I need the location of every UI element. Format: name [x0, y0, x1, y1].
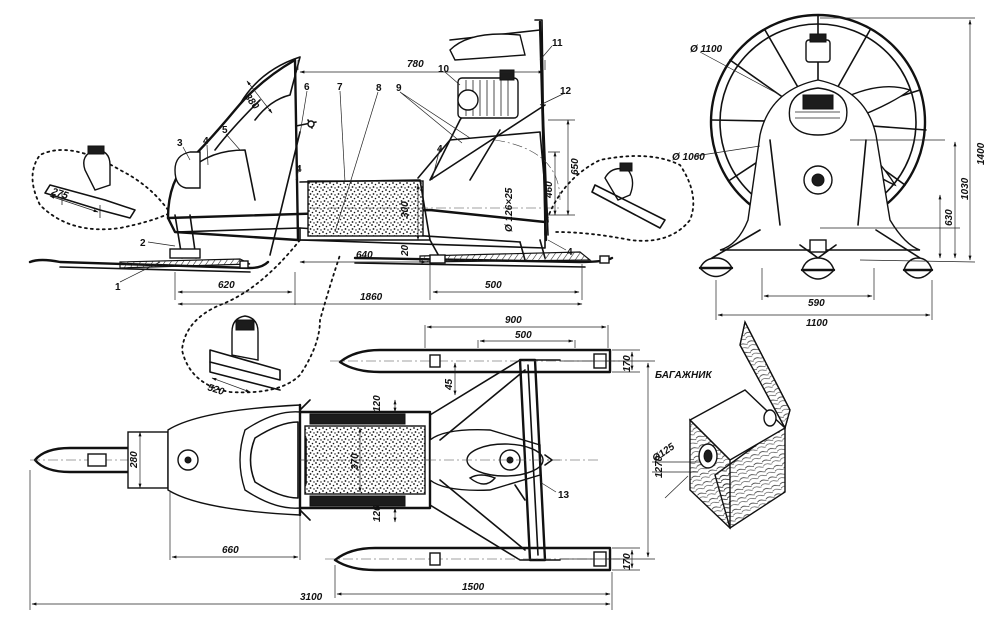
trunk-box [652, 319, 791, 530]
part-label-4-b: 4 [296, 164, 302, 175]
front-view [694, 13, 976, 320]
part-label-9: 9 [396, 83, 402, 94]
rear-ski [353, 256, 614, 264]
part-label-5: 5 [222, 125, 228, 136]
part-label-7: 7 [337, 82, 343, 93]
dim-275: 275 [49, 186, 70, 202]
dim-590: 590 [808, 298, 825, 309]
dim-620: 620 [218, 280, 235, 291]
part-label-4-d: 4 [567, 247, 573, 258]
dim-pipe: Ø 126×25 [504, 187, 515, 232]
part-label-10: 10 [438, 64, 450, 75]
side-view [28, 19, 614, 306]
part-label-8: 8 [376, 83, 382, 94]
dim-1860: 1860 [360, 292, 383, 303]
ski-front-center [800, 239, 836, 280]
part-label-12: 12 [560, 86, 572, 97]
hull-front [719, 79, 921, 251]
dim-d1060: Ø 1060 [672, 152, 705, 163]
dim-900: 900 [505, 315, 522, 326]
dim-640: 640 [356, 250, 373, 261]
part-label-2: 2 [140, 238, 146, 249]
detail-clamp-520 [181, 239, 341, 394]
part-label-4-c: 4 [437, 144, 443, 155]
dim-660: 660 [222, 545, 239, 556]
dim-460: 460 [544, 181, 555, 199]
dim-780: 780 [407, 59, 424, 70]
chassis-beam [166, 208, 547, 224]
dim-630: 630 [944, 209, 955, 226]
dim-20: 20 [400, 244, 411, 257]
dim-370: 370 [350, 453, 361, 470]
trunk-title: БАГАЖНИК [655, 370, 712, 381]
dim-1500: 1500 [462, 582, 485, 593]
dim-d1100: Ø 1100 [690, 44, 722, 55]
dim-120-a: 120 [372, 395, 383, 412]
top-view [29, 325, 655, 610]
ski-front-left [698, 257, 734, 278]
dim-500-side: 500 [485, 280, 502, 291]
steering-column [269, 131, 301, 256]
part-label-1: 1 [115, 282, 121, 293]
part-label-11: 11 [552, 38, 563, 49]
dim-170-b: 170 [622, 553, 633, 570]
dim-3100: 3100 [300, 592, 323, 603]
dim-1100: 1100 [806, 318, 828, 329]
dim-650: 650 [570, 158, 581, 175]
dim-280: 280 [129, 451, 140, 469]
dim-1400: 1400 [976, 142, 987, 165]
part-label-6: 6 [304, 82, 310, 93]
dim-170-a: 170 [622, 355, 633, 372]
part-label-3: 3 [177, 138, 183, 149]
engine-side [449, 33, 526, 119]
dim-1270: 1270 [654, 455, 665, 478]
part-label-13: 13 [558, 490, 570, 501]
part-label-4: 4 [203, 136, 209, 147]
dim-520: 520 [206, 382, 226, 398]
hull-body [166, 58, 300, 242]
dim-300: 300 [400, 201, 411, 218]
detail-clamp-right [544, 155, 695, 242]
dim-1030: 1030 [960, 177, 971, 200]
dim-500-top: 500 [515, 330, 532, 341]
detail-clamp-275 [31, 145, 169, 231]
dim-45: 45 [444, 378, 455, 391]
cargo-box-side [307, 180, 424, 237]
dim-120-b: 120 [372, 505, 383, 522]
